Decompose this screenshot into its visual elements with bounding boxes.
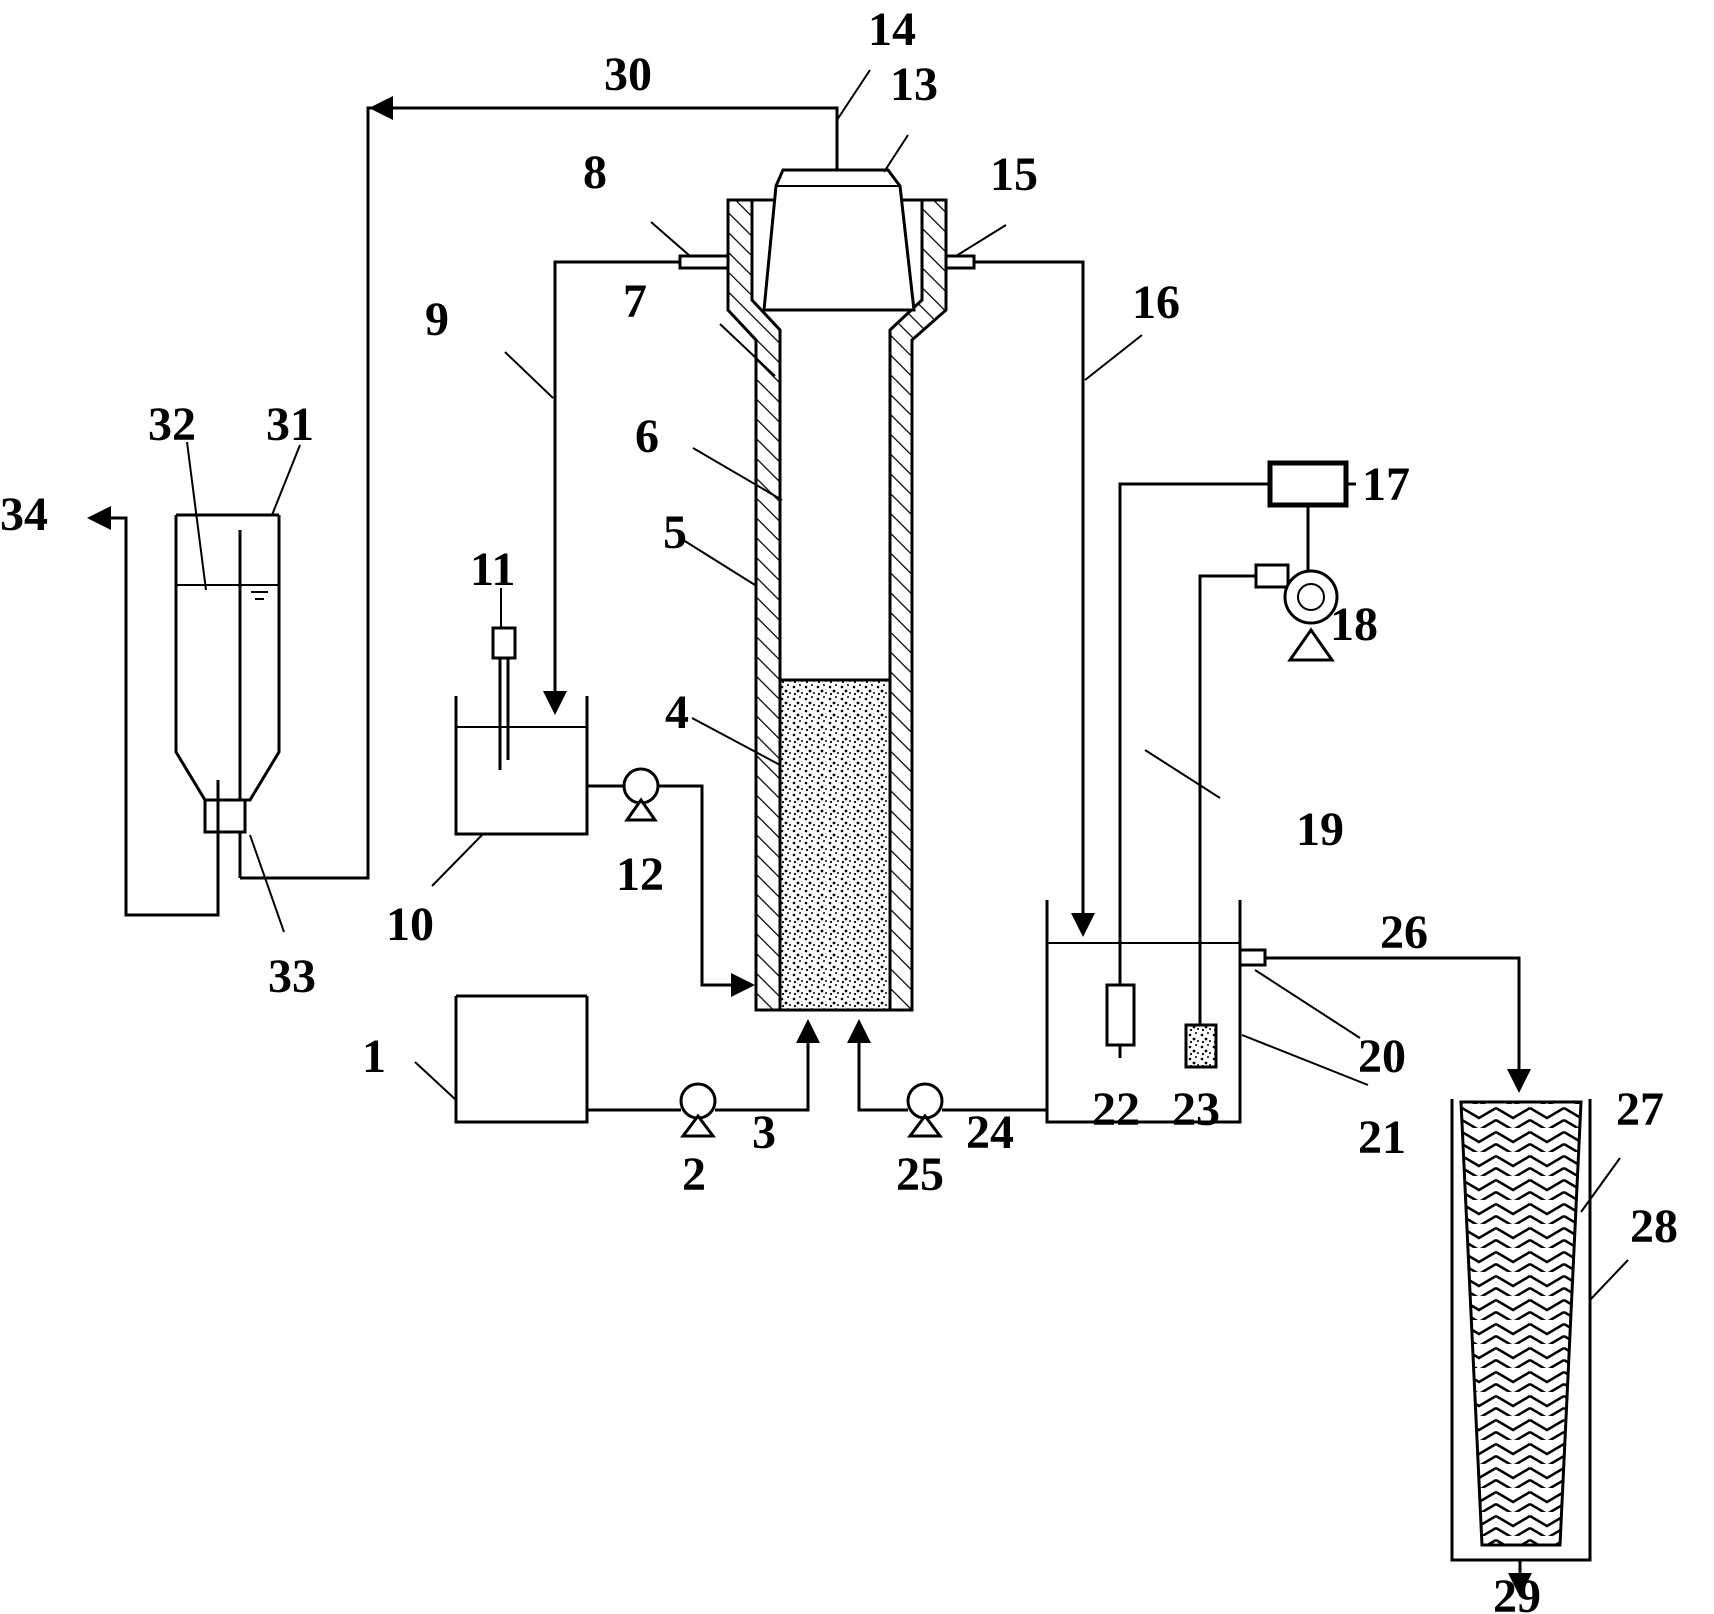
label-26: 26 <box>1380 906 1428 959</box>
label-19: 19 <box>1296 803 1344 856</box>
label-31: 31 <box>266 398 314 451</box>
return-line <box>847 1019 1047 1112</box>
label-30: 30 <box>604 48 652 101</box>
label-16: 16 <box>1132 276 1180 329</box>
reactor-column <box>678 168 976 1012</box>
overflow-outlet <box>1238 948 1267 967</box>
label-2: 2 <box>682 1148 706 1201</box>
label-7: 7 <box>623 275 647 328</box>
label-13: 13 <box>890 58 938 111</box>
controller <box>1118 460 1356 985</box>
label-3: 3 <box>752 1106 776 1159</box>
sensor <box>1105 983 1136 1047</box>
overflow-line <box>1265 956 1531 1093</box>
gas-collector <box>762 168 916 312</box>
label-9: 9 <box>425 293 449 346</box>
recycle-line <box>543 260 680 715</box>
return-pump <box>906 1082 944 1138</box>
gas-liquid-separator <box>87 506 281 917</box>
label-8: 8 <box>583 146 607 199</box>
label-24: 24 <box>966 1106 1014 1159</box>
label-21: 21 <box>1358 1111 1406 1164</box>
label-10: 10 <box>386 898 434 951</box>
label-6: 6 <box>635 410 659 463</box>
label-23: 23 <box>1172 1083 1220 1136</box>
blower <box>1198 563 1339 1025</box>
label-25: 25 <box>896 1148 944 1201</box>
feed-tank <box>454 994 589 1124</box>
filter-media <box>1459 1100 1583 1547</box>
label-22: 22 <box>1092 1083 1140 1136</box>
label-11: 11 <box>470 543 515 596</box>
outlet-port-right <box>944 254 976 270</box>
effluent-line <box>974 260 1095 937</box>
label-32: 32 <box>148 398 196 451</box>
label-20: 20 <box>1358 1030 1406 1083</box>
label-29: 29 <box>1493 1570 1541 1614</box>
recycle-return-line <box>587 784 755 997</box>
feed-line <box>587 1019 820 1112</box>
aeration-tank <box>1045 900 1242 1124</box>
label-17: 17 <box>1362 458 1410 511</box>
separator-valve <box>203 798 247 834</box>
label-18: 18 <box>1330 598 1378 651</box>
label-27: 27 <box>1616 1083 1664 1136</box>
probe <box>491 626 517 770</box>
filter-unit <box>1450 1099 1592 1562</box>
label-4: 4 <box>665 686 689 739</box>
diffuser <box>1184 1023 1218 1069</box>
label-5: 5 <box>663 506 687 559</box>
packed-bed <box>778 678 892 1012</box>
gas-line <box>240 96 839 880</box>
label-12: 12 <box>616 848 664 901</box>
recycle-tank <box>454 696 589 836</box>
label-33: 33 <box>268 950 316 1003</box>
outlet-port-left <box>678 254 730 270</box>
recycle-pump <box>622 767 660 822</box>
leader-lines <box>186 69 1629 1301</box>
feed-pump <box>679 1082 717 1138</box>
label-15: 15 <box>990 148 1038 201</box>
label-28: 28 <box>1630 1200 1678 1253</box>
labels: 1 2 3 4 5 6 7 8 9 10 11 12 13 14 15 16 1… <box>0 3 1678 1614</box>
label-14: 14 <box>868 3 916 56</box>
label-1: 1 <box>362 1030 386 1083</box>
label-34: 34 <box>0 488 48 541</box>
